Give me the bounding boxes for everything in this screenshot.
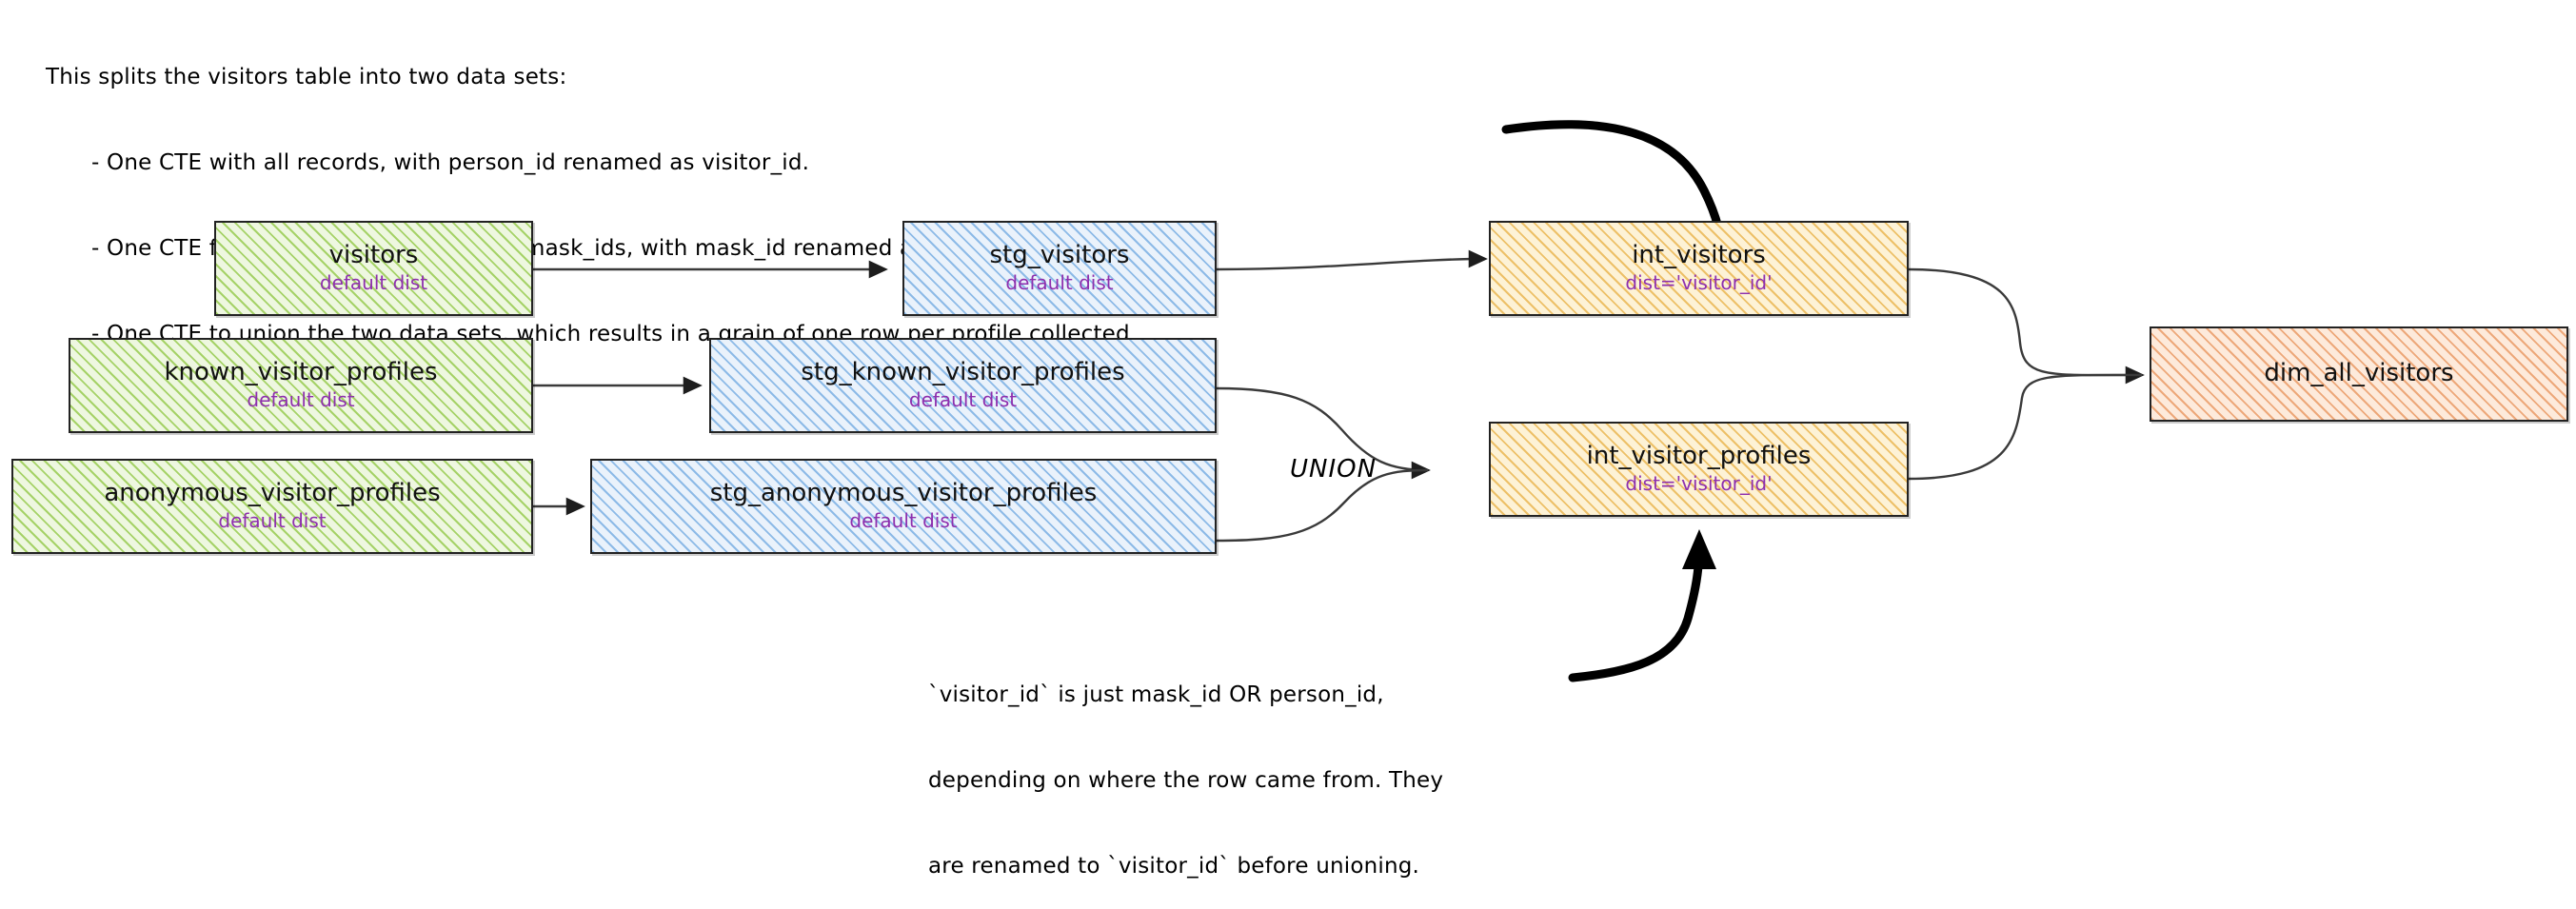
node-visitors-title: visitors	[328, 241, 419, 270]
bottom-note-line-1: `visitor_id` is just mask_id OR person_i…	[928, 682, 1384, 707]
top-annotation-text: This splits the visitors table into two …	[46, 6, 1137, 377]
node-dim-all-visitors[interactable]: dim_all_visitors	[2150, 326, 2568, 422]
node-visitors[interactable]: visitors default dist	[214, 221, 533, 316]
node-known-visitor-profiles[interactable]: known_visitor_profiles default dist	[69, 338, 533, 433]
bottom-annotation-text: `visitor_id` is just mask_id OR person_i…	[928, 623, 1443, 909]
node-int-visitor-profiles[interactable]: int_visitor_profiles dist='visitor_id'	[1489, 422, 1909, 517]
annotation-arrow-bottom-head	[1682, 529, 1716, 569]
node-int-visitor-profiles-title: int_visitor_profiles	[1586, 442, 1812, 471]
node-stg-visitors-title: stg_visitors	[989, 241, 1130, 270]
node-int-visitors[interactable]: int_visitors dist='visitor_id'	[1489, 221, 1909, 316]
edge-int-visitor-profiles-to-dim-all-visitors	[1908, 373, 2143, 481]
node-anonymous-visitor-profiles[interactable]: anonymous_visitor_profiles default dist	[11, 459, 533, 554]
node-stg-visitors[interactable]: stg_visitors default dist	[902, 221, 1217, 316]
node-int-visitors-subtitle: dist='visitor_id'	[1625, 270, 1773, 294]
top-note-line-1: This splits the visitors table into two …	[46, 65, 567, 89]
node-dim-all-visitors-title: dim_all_visitors	[2264, 359, 2454, 388]
top-note-line-2: - One CTE with all records, with person_…	[91, 150, 810, 175]
node-int-visitor-profiles-subtitle: dist='visitor_id'	[1625, 471, 1773, 495]
node-stg-known-visitor-profiles-title: stg_known_visitor_profiles	[801, 358, 1125, 387]
union-label: UNION	[1290, 455, 1377, 484]
bottom-note-line-3: are renamed to `visitor_id` before union…	[928, 854, 1420, 879]
node-stg-anonymous-visitor-profiles[interactable]: stg_anonymous_visitor_profiles default d…	[590, 459, 1217, 554]
node-stg-known-visitor-profiles[interactable]: stg_known_visitor_profiles default dist	[709, 338, 1217, 433]
node-stg-known-visitor-profiles-subtitle: default dist	[908, 387, 1018, 411]
edge-int-visitors-to-dim-all-visitors	[1908, 267, 2145, 385]
node-visitors-subtitle: default dist	[319, 270, 428, 294]
node-int-visitors-title: int_visitors	[1632, 241, 1766, 270]
node-stg-visitors-subtitle: default dist	[1005, 270, 1114, 294]
node-stg-anonymous-visitor-profiles-title: stg_anonymous_visitor_profiles	[709, 479, 1098, 508]
node-stg-anonymous-visitor-profiles-subtitle: default dist	[849, 508, 958, 532]
node-anonymous-visitor-profiles-title: anonymous_visitor_profiles	[104, 479, 441, 508]
node-anonymous-visitor-profiles-subtitle: default dist	[218, 508, 327, 532]
node-known-visitor-profiles-subtitle: default dist	[247, 387, 355, 411]
bottom-note-line-2: depending on where the row came from. Th…	[928, 768, 1444, 793]
annotation-arrow-bottom	[1568, 549, 1704, 682]
node-known-visitor-profiles-title: known_visitor_profiles	[164, 358, 438, 387]
edge-stg-visitors-to-int-visitors	[1216, 249, 1488, 271]
